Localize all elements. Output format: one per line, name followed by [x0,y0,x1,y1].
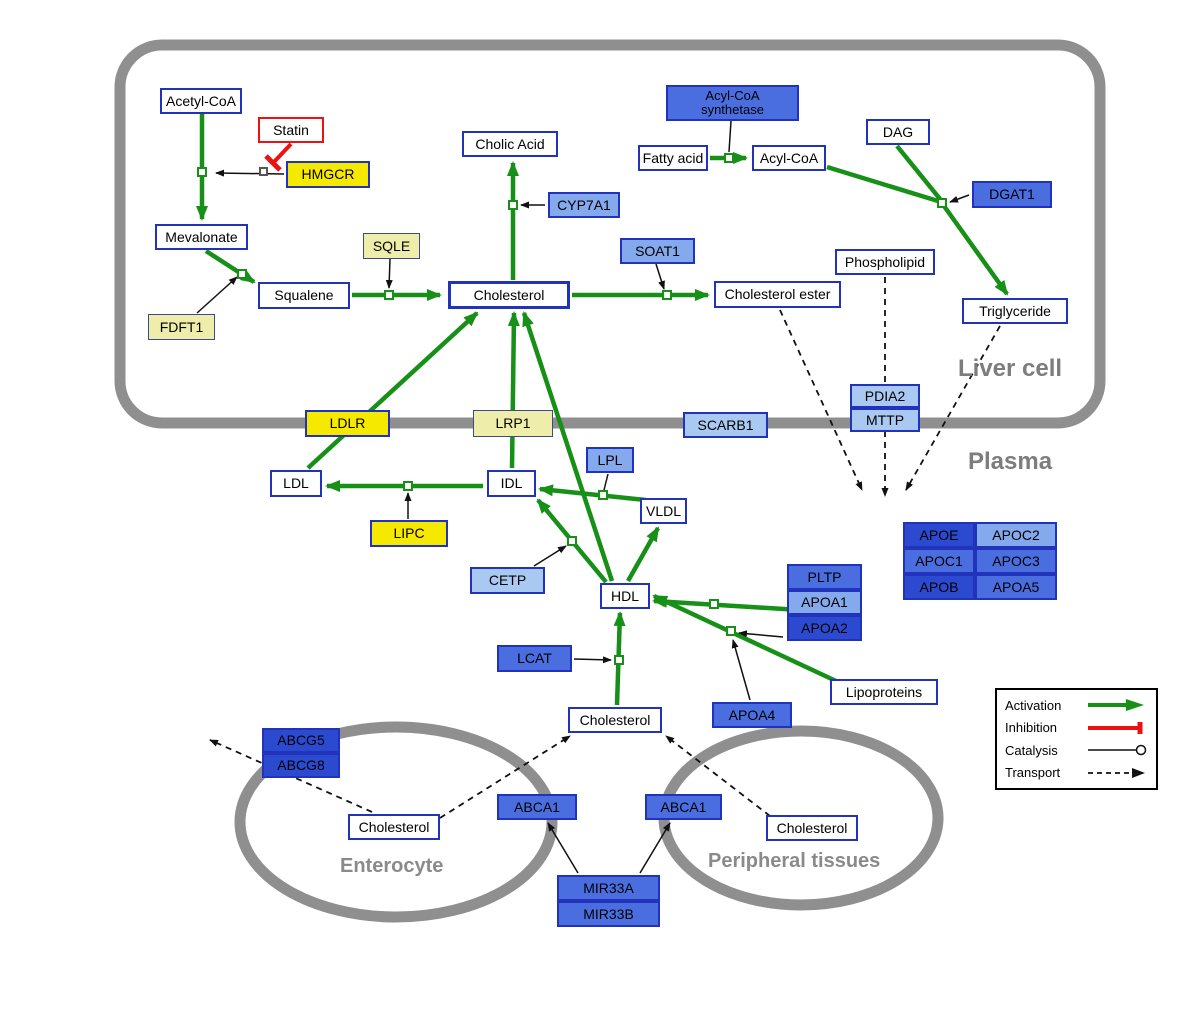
liver-cell-outline [114,39,1106,429]
node-apoa4[interactable]: APOA4 [712,702,792,728]
node-acyl-coa-synthetase[interactable]: Acyl-CoA synthetase [666,85,799,121]
reaction-junctions [197,153,947,665]
node-cetp[interactable]: CETP [470,567,545,594]
node-lpl[interactable]: LPL [586,447,634,473]
node-lcat[interactable]: LCAT [497,645,572,672]
node-sqle[interactable]: SQLE [363,233,420,259]
node-apoc1[interactable]: APOC1 [903,548,975,574]
legend-row-activation: Activation [1005,698,1148,713]
transport-dashed-arrow-icon [1088,767,1145,778]
region-label-plasma: Plasma [968,448,1053,475]
node-mevalonate[interactable]: Mevalonate [155,224,248,250]
inhibition-edge [264,142,293,172]
region-label-peripheral-tissues: Peripheral tissues [708,850,881,872]
activation-arrow-icon [1088,699,1144,712]
region-label-enterocyte: Enterocyte [340,855,444,877]
node-apoa2[interactable]: APOA2 [787,615,862,641]
legend-activation-label: Activation [1005,697,1062,713]
inhibition-tbar-icon [1088,721,1143,734]
node-mir33b[interactable]: MIR33B [557,901,660,927]
node-fdft1[interactable]: FDFT1 [148,314,215,340]
node-apoc2[interactable]: APOC2 [975,522,1057,548]
node-apoa5[interactable]: APOA5 [975,574,1057,600]
node-dag[interactable]: DAG [866,119,930,145]
node-cholesterol-enterocyte[interactable]: Cholesterol [348,814,440,840]
node-apob[interactable]: APOB [903,574,975,600]
node-ldl[interactable]: LDL [270,470,322,497]
node-scarb1[interactable]: SCARB1 [683,412,768,438]
legend-inhibition-label: Inhibition [1005,720,1058,736]
node-cyp7a1[interactable]: CYP7A1 [548,192,620,218]
node-pltp[interactable]: PLTP [787,564,862,590]
node-statin[interactable]: Statin [258,117,324,143]
node-dgat1[interactable]: DGAT1 [972,181,1052,208]
node-ldlr[interactable]: LDLR [305,410,390,437]
legend-row-inhibition: Inhibition [1005,720,1148,735]
node-abcg8[interactable]: ABCG8 [262,753,340,778]
catalysis-circle-icon [1088,745,1147,756]
legend-row-transport: Transport [1005,765,1148,780]
legend-row-catalysis: Catalysis [1005,743,1148,758]
node-cholesterol-liver[interactable]: Cholesterol [448,281,570,309]
node-hdl[interactable]: HDL [600,583,650,609]
node-lipc[interactable]: LIPC [370,520,448,547]
node-fatty-acid[interactable]: Fatty acid [638,145,708,171]
node-apoa1[interactable]: APOA1 [787,590,862,615]
catalysis-port-square [259,167,268,176]
node-pdia2[interactable]: PDIA2 [850,384,920,408]
node-cholesterol-ester[interactable]: Cholesterol ester [714,281,841,308]
node-cholesterol-peripheral[interactable]: Cholesterol [766,815,858,841]
node-acetyl-coa[interactable]: Acetyl-CoA [160,88,242,114]
cell-outlines [114,39,1106,923]
node-mttp[interactable]: MTTP [850,408,920,432]
node-lrp1[interactable]: LRP1 [473,410,553,437]
node-cholic-acid[interactable]: Cholic Acid [462,131,558,157]
catalysis-edges [196,120,970,874]
node-mir33a[interactable]: MIR33A [557,875,660,901]
node-abcg5[interactable]: ABCG5 [262,728,340,753]
node-phospholipid[interactable]: Phospholipid [835,249,935,275]
legend: Activation Inhibition Catalysis Transpor… [995,688,1158,790]
region-label-liver-cell: Liver cell [958,355,1063,382]
node-soat1[interactable]: SOAT1 [620,238,695,264]
node-vldl[interactable]: VLDL [640,498,687,524]
node-abca1-enterocyte[interactable]: ABCA1 [497,794,577,820]
node-abca1-peripheral[interactable]: ABCA1 [645,794,722,820]
legend-transport-label: Transport [1005,765,1061,781]
node-apoc3[interactable]: APOC3 [975,548,1057,574]
node-acyl-coa[interactable]: Acyl-CoA [752,145,826,171]
enterocyte-outline [234,721,558,923]
legend-catalysis-label: Catalysis [1005,742,1058,758]
node-lipoproteins[interactable]: Lipoproteins [830,679,938,705]
node-cholesterol-hdl[interactable]: Cholesterol [568,707,662,733]
node-idl[interactable]: IDL [487,470,536,497]
node-apoe[interactable]: APOE [903,522,975,548]
node-squalene[interactable]: Squalene [258,282,350,309]
node-hmgcr[interactable]: HMGCR [286,161,370,188]
node-triglyceride[interactable]: Triglyceride [962,298,1068,324]
